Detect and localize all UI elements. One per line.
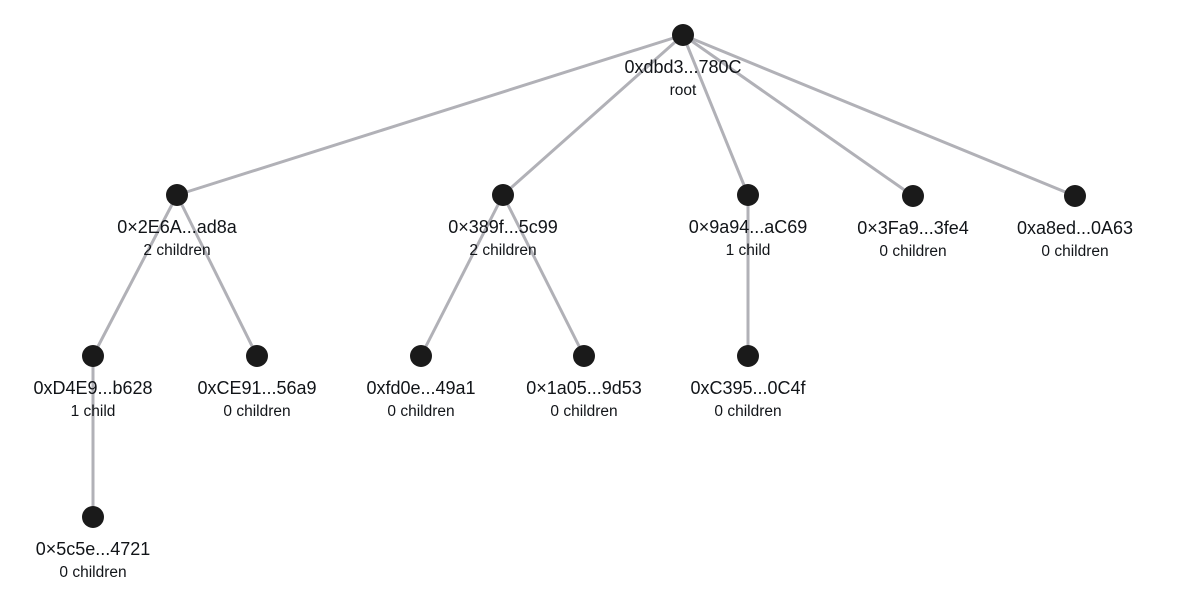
node-label: 0xfd0e...49a1 xyxy=(366,378,476,398)
tree-node-n4[interactable]: 0×3Fa9...3fe4 0 children xyxy=(803,185,1023,261)
tree-edge-root-n4 xyxy=(682,33,914,198)
node-sublabel: 0 children xyxy=(59,564,127,581)
node-sublabel: 0 children xyxy=(1041,243,1109,260)
node-label: 0xD4E9...b628 xyxy=(33,378,153,398)
node-sublabel: root xyxy=(669,82,697,99)
tree-edge-n1-n7 xyxy=(175,194,259,357)
node-sublabel: 2 children xyxy=(143,242,211,259)
node-label: 0×5c5e...4721 xyxy=(35,539,151,559)
node-label: 0×3Fa9...3fe4 xyxy=(857,218,969,238)
tree-edge-root-n5 xyxy=(682,33,1076,198)
node-label: 0×1a05...9d53 xyxy=(526,378,642,398)
node-sublabel: 0 children xyxy=(387,403,455,420)
tree-edge-n2-n9 xyxy=(501,194,586,357)
node-circle-icon[interactable] xyxy=(902,185,924,207)
node-sublabel: 0 children xyxy=(550,403,618,420)
node-circle-icon[interactable] xyxy=(410,345,432,367)
node-label: 0xCE91...56a9 xyxy=(197,378,317,398)
tree-edge-n1-n6 xyxy=(91,194,179,357)
tree-edge-n2-n8 xyxy=(419,194,505,357)
node-sublabel: 1 child xyxy=(725,242,771,259)
node-label: 0×389f...5c99 xyxy=(448,217,558,237)
node-circle-icon[interactable] xyxy=(672,24,694,46)
node-sublabel: 1 child xyxy=(70,403,116,420)
tree-node-n11[interactable]: 0×5c5e...4721 0 children xyxy=(0,506,203,582)
node-label: 0xa8ed...0A63 xyxy=(1016,218,1134,238)
tree-node-n2[interactable]: 0×389f...5c99 2 children xyxy=(393,184,613,260)
tree-node-n1[interactable]: 0×2E6A...ad8a 2 children xyxy=(67,184,287,260)
tree-edge-root-n3 xyxy=(681,34,750,196)
node-label: 0×2E6A...ad8a xyxy=(117,217,237,237)
node-circle-icon[interactable] xyxy=(737,184,759,206)
tree-node-n5[interactable]: 0xa8ed...0A63 0 children xyxy=(965,185,1185,261)
node-sublabel: 0 children xyxy=(714,403,782,420)
node-sublabel: 0 children xyxy=(879,243,947,260)
node-circle-icon[interactable] xyxy=(246,345,268,367)
tree-node-n8[interactable]: 0xfd0e...49a1 0 children xyxy=(311,345,531,421)
tree-node-n9[interactable]: 0×1a05...9d53 0 children xyxy=(474,345,694,421)
node-circle-icon[interactable] xyxy=(492,184,514,206)
node-sublabel: 2 children xyxy=(469,242,537,259)
node-circle-icon[interactable] xyxy=(573,345,595,367)
tree-edge-root-n1 xyxy=(176,33,684,197)
node-label: 0xC395...0C4f xyxy=(690,378,806,398)
node-circle-icon[interactable] xyxy=(166,184,188,206)
tree-node-n6[interactable]: 0xD4E9...b628 1 child xyxy=(0,345,203,421)
tree-node-n10[interactable]: 0xC395...0C4f 0 children xyxy=(638,345,858,421)
tree-node-root[interactable]: 0xdbd3...780C root xyxy=(573,24,793,100)
node-circle-icon[interactable] xyxy=(82,506,104,528)
tree-edge-root-n2 xyxy=(502,33,684,197)
node-circle-icon[interactable] xyxy=(82,345,104,367)
node-label: 0xdbd3...780C xyxy=(624,57,742,77)
node-circle-icon[interactable] xyxy=(737,345,759,367)
node-sublabel: 0 children xyxy=(223,403,291,420)
tree-node-n7[interactable]: 0xCE91...56a9 0 children xyxy=(147,345,367,421)
node-circle-icon[interactable] xyxy=(1064,185,1086,207)
node-label: 0×9a94...aC69 xyxy=(688,217,808,237)
tree-node-n3[interactable]: 0×9a94...aC69 1 child xyxy=(638,184,858,260)
